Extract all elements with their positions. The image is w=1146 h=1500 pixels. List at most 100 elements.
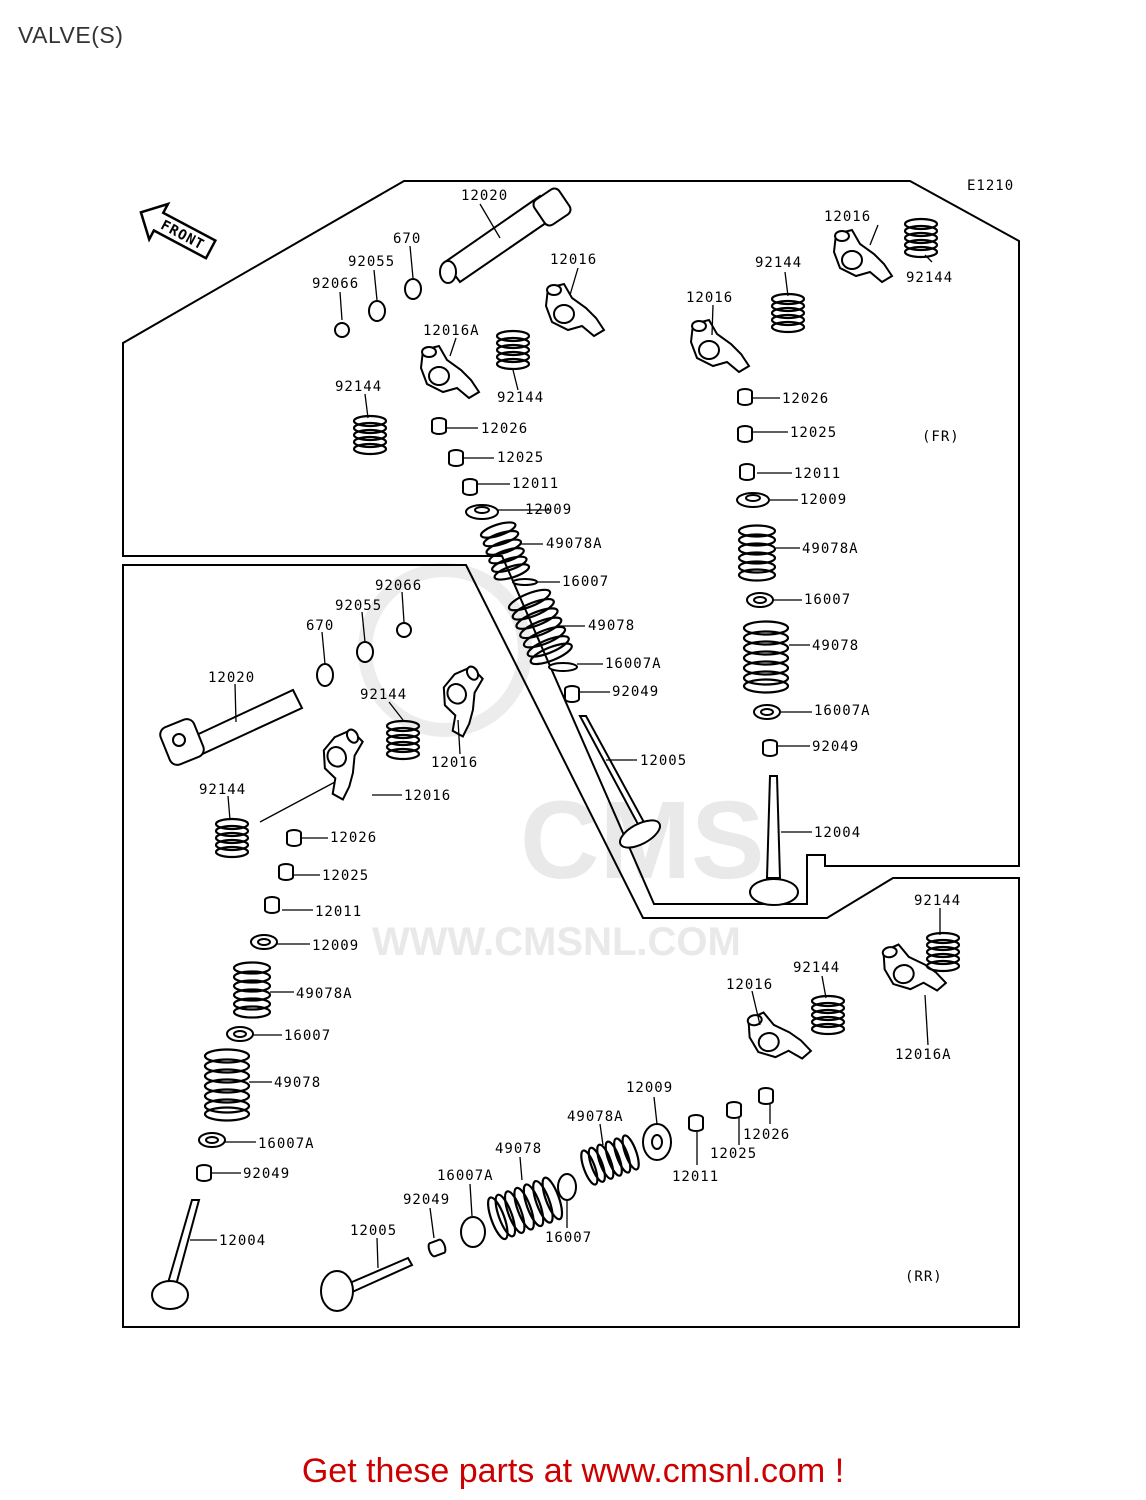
label-12026-fr-a: 12026 xyxy=(481,421,528,437)
label-670-fr: 670 xyxy=(393,231,421,247)
label-12025-fr-b: 12025 xyxy=(790,425,837,441)
cotter-12011-rr-b xyxy=(688,1114,704,1132)
outer-spring-49078-fr-b xyxy=(742,620,790,694)
label-12025-fr-a: 12025 xyxy=(497,450,544,466)
leader-lines xyxy=(190,203,941,1269)
seat-16007A-rr-a xyxy=(198,1132,226,1148)
intake-valve-12004-fr xyxy=(749,775,799,906)
label-92144-rr-a: 92144 xyxy=(360,687,407,703)
label-92144-fr-d: 92144 xyxy=(906,270,953,286)
exhaust-valve-12005-rr xyxy=(320,1256,414,1312)
label-12026-fr-b: 12026 xyxy=(782,391,829,407)
label-12016-rr-c: 12016 xyxy=(726,977,773,993)
oring-670-fr xyxy=(404,278,422,300)
label-92066-fr: 92066 xyxy=(312,276,359,292)
label-12025-rr-a: 12025 xyxy=(322,868,369,884)
spring-92144-fr-d xyxy=(770,292,806,334)
label-12011-rr-a: 12011 xyxy=(315,904,362,920)
label-12016-rr-a: 12016 xyxy=(431,755,478,771)
label-12004-rr: 12004 xyxy=(219,1233,266,1249)
spring-92144-rr-d xyxy=(810,994,846,1036)
adjuster-12026-rr-a xyxy=(286,829,302,847)
seat-16007-fr-b xyxy=(746,592,774,608)
exhaust-valve-12005-fr xyxy=(578,715,661,849)
label-92049-rr-b: 92049 xyxy=(403,1192,450,1208)
label-92049-fr-a: 92049 xyxy=(612,684,659,700)
cotter-12011-fr-a xyxy=(462,478,478,496)
label-12016-fr-a: 12016 xyxy=(550,252,597,268)
rocker-arm-12016-fr-b xyxy=(690,319,750,373)
label-12004-fr: 12004 xyxy=(814,825,861,841)
rocker-arm-12016-fr-a xyxy=(545,283,605,337)
label-12020-fr: 12020 xyxy=(461,188,508,204)
inner-spring-49078A-fr-a xyxy=(478,518,532,584)
label-12009-fr-b: 12009 xyxy=(800,492,847,508)
exploded-parts-diagram: CMS WWW.CMSNL.COM E1210 FRONT (FR) (RR) xyxy=(122,178,1020,1328)
inner-spring-49078A-rr-a xyxy=(232,961,272,1019)
rocker-arm-12016-rr-b xyxy=(307,725,384,804)
page-title: VALVE(S) xyxy=(18,22,124,48)
adjuster-12025-rr-a xyxy=(278,863,294,881)
label-16007A-fr-b: 16007A xyxy=(814,703,871,719)
watermark-url: WWW.CMSNL.COM xyxy=(372,920,741,964)
section-label-front: (FR) xyxy=(922,429,960,445)
label-16007-rr-b: 16007 xyxy=(545,1230,592,1246)
rocker-shaft-rr-left xyxy=(159,688,304,766)
oring-670-rr xyxy=(316,663,334,687)
retainer-12009-fr-b xyxy=(736,492,770,508)
label-92049-rr-a: 92049 xyxy=(243,1166,290,1182)
rear-section-frame xyxy=(122,564,1020,1328)
label-92055-rr: 92055 xyxy=(335,598,382,614)
plug-92066-fr xyxy=(334,322,350,338)
seal-92049-fr-a xyxy=(564,685,580,703)
front-direction-arrow: FRONT xyxy=(139,201,218,260)
adjuster-12026-fr-a xyxy=(431,417,447,435)
retainer-12009-rr-b xyxy=(642,1123,672,1161)
seat-16007-rr-b xyxy=(557,1173,577,1201)
seat-16007-fr-a xyxy=(512,578,538,586)
label-16007A-rr-a: 16007A xyxy=(258,1136,315,1152)
oring-92055-fr xyxy=(368,300,386,322)
label-92144-fr-b: 92144 xyxy=(335,379,382,395)
label-12016-fr-b: 12016 xyxy=(686,290,733,306)
seal-92049-rr-a xyxy=(196,1164,212,1182)
label-12011-rr-b: 12011 xyxy=(672,1169,719,1185)
label-16007-rr-a: 16007 xyxy=(284,1028,331,1044)
label-12005-rr: 12005 xyxy=(350,1223,397,1239)
seal-92049-rr-b xyxy=(426,1237,448,1259)
label-92144-fr-c: 92144 xyxy=(755,255,802,271)
seat-16007A-rr-b xyxy=(460,1216,486,1248)
label-49078-fr-a: 49078 xyxy=(588,618,635,634)
label-12025-rr-b: 12025 xyxy=(710,1146,757,1162)
adjuster-12025-fr-a xyxy=(448,449,464,467)
label-12011-fr-b: 12011 xyxy=(794,466,841,482)
rocker-arm-12016-fr-c xyxy=(833,229,893,283)
label-12016A-rr: 12016A xyxy=(895,1047,952,1063)
inner-spring-49078A-rr-b xyxy=(576,1132,644,1188)
seat-16007A-fr-b xyxy=(753,704,781,720)
seat-16007A-fr-a xyxy=(548,662,578,672)
cotter-12011-fr-b xyxy=(739,463,755,481)
label-16007A-rr-b: 16007A xyxy=(437,1168,494,1184)
label-49078-rr-a: 49078 xyxy=(274,1075,321,1091)
spring-92144-rr-b xyxy=(214,817,250,859)
label-49078A-rr-a: 49078A xyxy=(296,986,353,1002)
spring-92144-fr-c xyxy=(903,217,939,259)
rocker-shaft-fr-top xyxy=(439,187,572,284)
label-49078A-fr-a: 49078A xyxy=(546,536,603,552)
label-92055-fr: 92055 xyxy=(348,254,395,270)
label-670-rr: 670 xyxy=(306,618,334,634)
label-92144-rr-b: 92144 xyxy=(199,782,246,798)
section-label-rear: (RR) xyxy=(905,1269,943,1285)
label-12011-fr-a: 12011 xyxy=(512,476,559,492)
label-12016A-fr: 12016A xyxy=(423,323,480,339)
intake-valve-12004-rr xyxy=(151,1199,201,1310)
label-49078A-fr-b: 49078A xyxy=(802,541,859,557)
seal-92049-fr-b xyxy=(762,739,778,757)
footer-parts-link[interactable]: Get these parts at www.cmsnl.com ! xyxy=(301,1452,845,1490)
label-12005-fr: 12005 xyxy=(640,753,687,769)
label-12009-fr-a: 12009 xyxy=(525,502,572,518)
label-92144-rr-d: 92144 xyxy=(793,960,840,976)
outer-spring-49078-fr-a xyxy=(505,584,576,670)
